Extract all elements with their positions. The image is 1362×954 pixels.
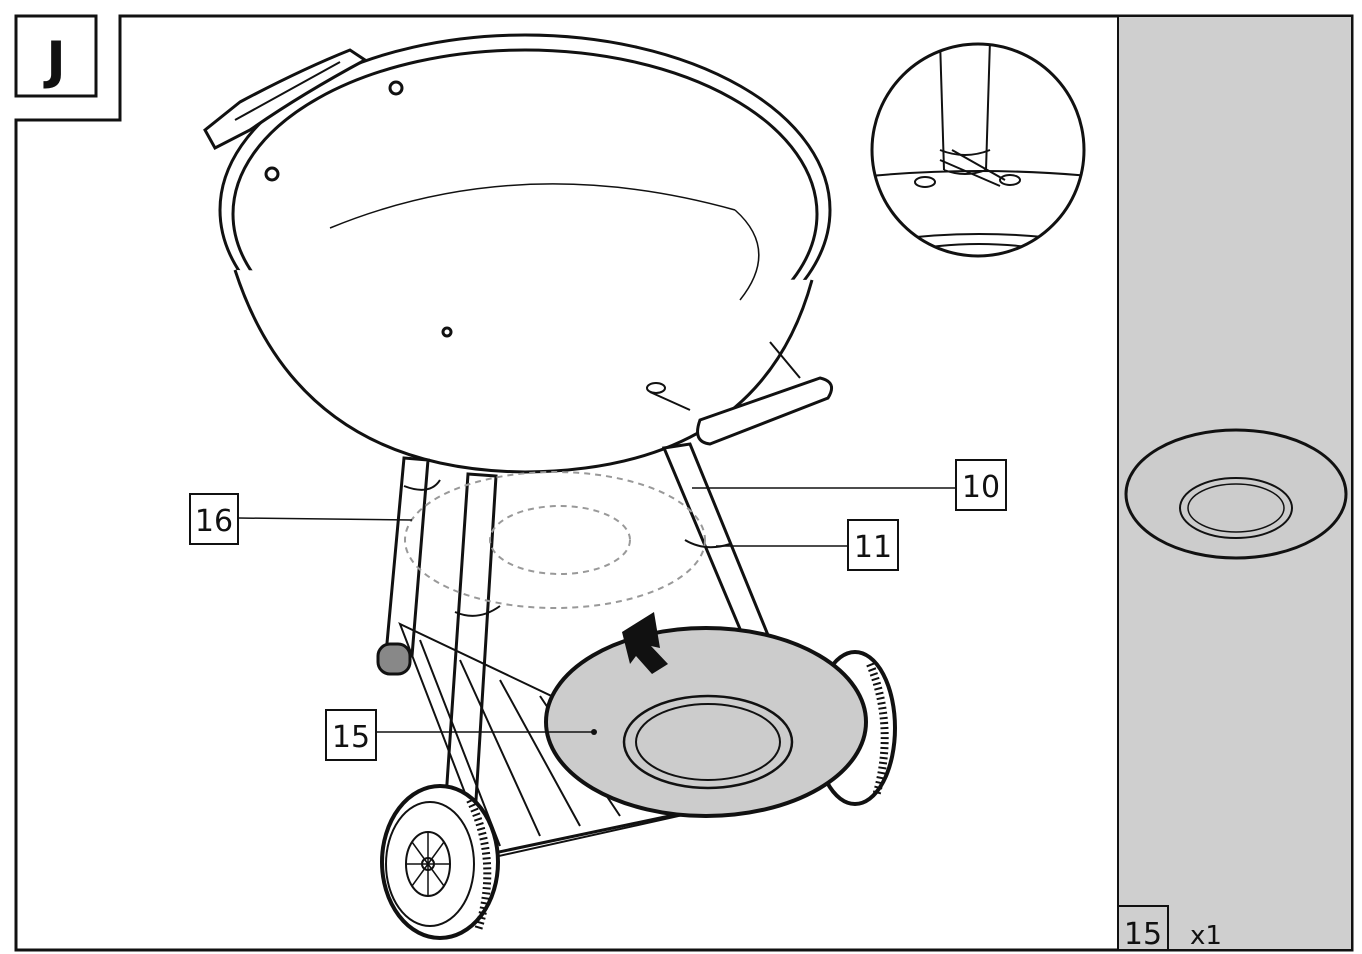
parts-panel: 15 x1 <box>1117 15 1353 952</box>
callout-16-label: 16 <box>195 504 233 539</box>
callout-16: 16 <box>189 493 413 545</box>
ash-pan-target-outline <box>404 471 706 609</box>
ash-pan <box>544 626 868 818</box>
callout-11: 11 <box>716 519 899 571</box>
parts-panel-part-number: 15 <box>1124 917 1162 952</box>
front-wheel <box>380 784 500 940</box>
step-label: J <box>43 31 65 91</box>
callout-11-label: 11 <box>854 530 892 565</box>
callout-15: 15 <box>325 709 597 761</box>
callout-15-label: 15 <box>332 720 370 755</box>
ash-pan-part-icon <box>1124 428 1348 560</box>
callout-10: 10 <box>692 459 1007 511</box>
insert-direction-arrow <box>622 612 668 674</box>
grill-kettle <box>203 33 834 474</box>
step-badge: J <box>14 14 98 98</box>
callout-10-label: 10 <box>962 470 1000 505</box>
parts-panel-quantity: x1 <box>1190 921 1222 951</box>
detail-magnifier <box>870 42 1086 258</box>
